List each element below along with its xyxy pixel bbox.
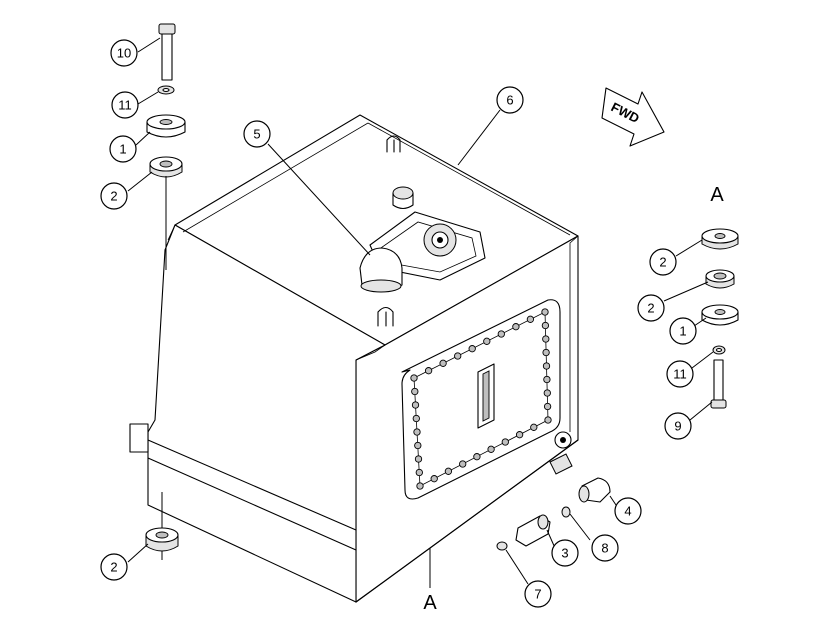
cover-bolt [541,308,549,316]
svg-text:2: 2 [110,189,117,204]
cover-bolt [413,428,421,436]
cover-bolt [487,445,495,453]
callout-11: 11 [111,91,139,119]
svg-text:10: 10 [117,46,131,61]
cover-bolt [444,467,453,475]
svg-text:1: 1 [679,324,686,339]
svg-text:2: 2 [110,560,117,575]
cover-bolt [454,352,462,360]
drain-boss [549,453,573,475]
callout-9: 9 [664,412,692,440]
lifting-lug-front [377,306,394,327]
view-label-a-upper: A [710,184,724,206]
cover-bolt [483,337,491,345]
cover-bolt [410,374,418,382]
view-label-a-lower: A [423,592,437,614]
callout-2-view-a-middle: 2 [637,294,665,322]
cover-bolt [512,323,520,331]
cover-bolt [473,453,481,461]
cover-bolts [410,308,552,490]
svg-text:2: 2 [659,255,666,270]
cover-bolt [541,321,550,330]
tank-bevel-lines [167,122,579,432]
cover-bolt [430,475,438,483]
callout-8: 8 [591,534,619,562]
callout-1: 1 [109,135,137,163]
callout-7: 7 [524,580,552,608]
cover-bolt [439,359,447,367]
cover-bolt [542,348,550,357]
cover-bolt [416,482,424,490]
tank-side-lug [129,423,149,453]
callout-10: 10 [110,39,138,67]
svg-text:3: 3 [561,546,568,561]
tank-left-face [147,224,386,603]
svg-text:11: 11 [118,98,132,113]
fwd-arrow: FWD [601,87,665,147]
drain-plug [496,541,508,551]
svg-text:5: 5 [253,127,260,142]
drain-parts [496,477,611,551]
svg-text:11: 11 [673,367,687,382]
svg-text:4: 4 [624,504,631,519]
inspection-cover [401,299,573,500]
cover-bolt [530,423,538,431]
drain-washer [561,506,571,518]
cover-bolt [411,387,419,396]
breather-cap [392,186,414,200]
cover-bolt [424,367,433,375]
view-a-mount-stack [701,228,739,409]
leader-lines [127,37,714,585]
cover-bolt [412,414,420,423]
tank-lower-seam [147,439,357,551]
cover-bolt [414,441,422,450]
cover-bolt [526,315,535,323]
callout-4: 4 [614,497,642,525]
svg-text:8: 8 [601,541,608,556]
cover-bolt [414,455,423,463]
cover-bolt [543,375,551,384]
cover-bolt [544,416,552,424]
callout-6: 6 [496,86,524,114]
callout-11-view-a: 11 [666,360,694,388]
svg-text:2: 2 [647,301,654,316]
callout-2-lower: 2 [100,553,128,581]
cover-bolt [515,431,524,439]
callout-2-view-a-upper: 2 [649,248,677,276]
callout-5: 5 [243,120,271,148]
bolt-top [161,31,173,81]
svg-text:6: 6 [506,93,513,108]
lifting-lug-rear [386,135,401,153]
callout-3: 3 [551,539,579,567]
filler-cap-assembly [359,186,486,293]
callout-2: 2 [100,182,128,210]
cover-bolt [411,401,420,409]
cover-bolt [459,460,467,468]
svg-text:7: 7 [534,587,541,602]
cover-bolt [543,402,552,411]
cover-bolt [542,335,550,343]
cover-bolt [497,330,505,338]
cover-bolt [468,345,476,353]
tank-bottom-edge [355,439,579,603]
cover-bolt [543,389,551,397]
svg-text:9: 9 [674,419,681,434]
callout-1-view-a: 1 [669,317,697,345]
cover-bolt [501,438,509,446]
svg-text:1: 1 [119,142,126,157]
view-a-bolt [713,359,724,405]
cover-bolt [542,362,551,370]
cover-bolt [415,468,423,477]
left-mount-stack [145,23,186,560]
